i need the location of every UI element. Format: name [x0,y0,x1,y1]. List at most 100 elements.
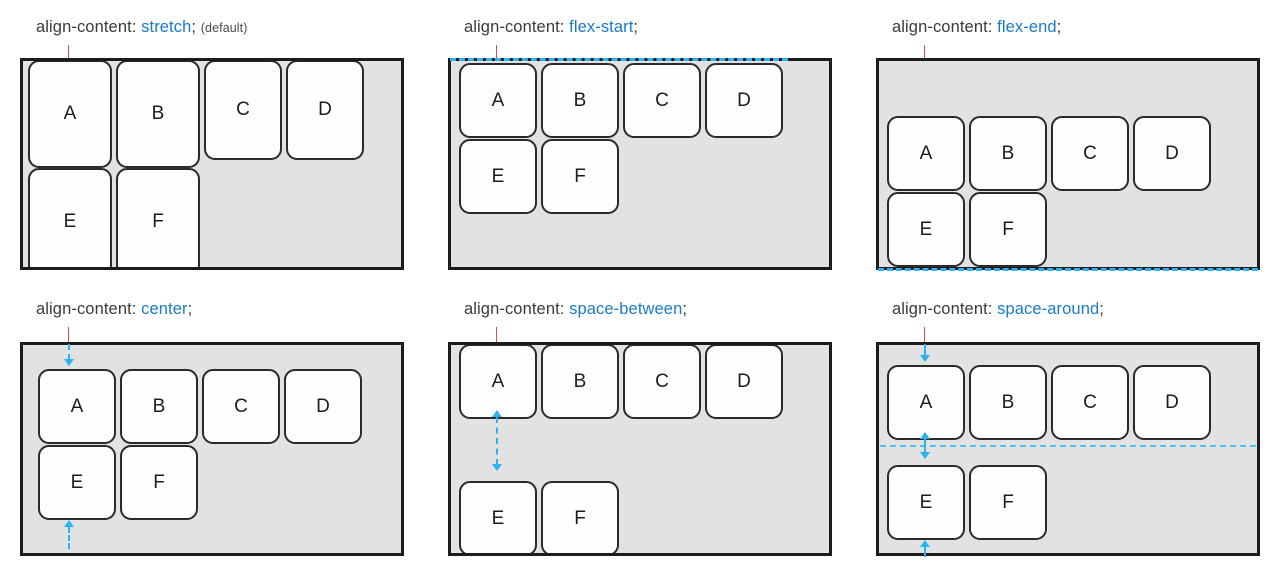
panel-center-guide-bottom-arrowhead [64,520,74,527]
panel-center-prop: align-content: [36,300,137,318]
panel-space-between-container: A B C D E F [448,342,832,556]
panel-space-around-container: A B C D E F [876,342,1260,556]
panel-center-label: align-content: center; [36,300,192,319]
panel-stretch-container: A B C D E F [20,58,404,270]
flex-item: E [28,168,112,267]
panel-space-around-prop: align-content: [892,300,993,318]
panel-center-row-1: A B C D [38,369,366,444]
flex-item: B [969,365,1047,440]
flex-item: D [705,345,783,419]
panel-space-around-guide-top-seg [924,344,926,356]
flex-item: B [969,116,1047,191]
panel-space-between-label: align-content: space-between; [464,300,687,319]
panel-flex-start-prop: align-content: [464,18,565,36]
panel-center-pointer-tick [68,327,69,342]
panel-flex-start-row-1: A B C D [459,63,787,138]
panel-space-around-guide-middle-arrowhead-down [920,452,930,459]
panel-flex-end-container: A B C D E F [876,58,1260,270]
flex-item: D [1133,116,1211,191]
panel-space-around-row-2: E F [887,465,1051,540]
panel-space-around-guide-middle-line [880,445,1256,447]
panel-stretch-pointer-tick [68,45,69,59]
panel-flex-start-guide-top-line [450,58,788,61]
flex-item: C [623,63,701,138]
panel-space-around-guide-bottom-seg [924,547,926,557]
flex-item: B [120,369,198,444]
panel-space-around-pointer-tick [924,327,925,343]
flex-item: B [116,61,200,168]
panel-center-semicolon: ; [187,300,193,318]
panel-center-guide-top-dash [68,344,70,360]
panel-stretch-value: stretch [141,18,192,36]
panel-flex-end-row-2: E F [887,192,1051,267]
flex-item: E [459,139,537,214]
flex-item: E [459,481,537,553]
panel-stretch-prop: align-content: [36,18,137,36]
panel-space-around-guide-middle-seg-up [924,439,926,446]
panel-flex-end-value: flex-end [997,18,1057,36]
flex-item: A [459,345,537,419]
flex-item: C [204,61,282,160]
flex-item: A [28,61,112,168]
panel-flex-end-prop: align-content: [892,18,993,36]
panel-stretch-label: align-content: stretch; (default) [36,18,248,37]
panel-stretch-note: (default) [200,21,248,35]
panel-flex-start-semicolon: ; [633,18,639,36]
flex-item: A [459,63,537,138]
panel-center-container: A B C D E F [20,342,404,556]
flex-item: F [969,465,1047,540]
flex-item: D [705,63,783,138]
flex-item: D [286,61,364,160]
flex-item: C [1051,116,1129,191]
flex-item: A [38,369,116,444]
panel-space-between-guide-arrowhead-down [492,464,502,471]
panel-space-around-guide-middle-seg-down [924,446,926,453]
panel-stretch-row-1: A B C D [28,61,368,168]
panel-flex-end-semicolon: ; [1056,18,1062,36]
panel-space-around-guide-middle-arrowhead-up [920,432,930,439]
panel-space-between-guide-dash [496,417,498,465]
flex-item: E [887,192,965,267]
flex-item: C [202,369,280,444]
flex-item: E [38,445,116,520]
panel-space-around-value: space-around [997,300,1100,318]
flex-item: F [969,192,1047,267]
panel-flex-start-value: flex-start [569,18,634,36]
panel-center-value: center [141,300,188,318]
flex-item: F [541,481,619,553]
panel-flex-start-container: A B C D E F [448,58,832,270]
flex-item: A [887,116,965,191]
panel-flex-start-row-2: E F [459,139,623,214]
panel-space-between-semicolon: ; [682,300,688,318]
panel-space-between-value: space-between [569,300,683,318]
panel-stretch-row-2: E F [28,168,204,267]
flex-item: E [887,465,965,540]
panel-space-between-row-2: E F [459,481,623,553]
panel-flex-end-row-1: A B C D [887,116,1215,191]
panel-space-between-prop: align-content: [464,300,565,318]
panel-space-around-guide-top-arrowhead [920,355,930,362]
panel-center-guide-top-arrowhead [64,359,74,366]
panel-space-around-row-1: A B C D [887,365,1215,440]
panel-space-around-semicolon: ; [1099,300,1104,318]
panel-flex-end-guide-bottom-line [878,268,1258,271]
flex-item: D [284,369,362,444]
panel-flex-start-pointer-tick [496,45,497,59]
panel-center-guide-bottom-dash [68,527,70,549]
flex-item: C [1051,365,1129,440]
panel-stretch-semicolon: ; [191,18,197,36]
panel-space-around-label: align-content: space-around; [892,300,1104,319]
panel-space-between-guide-arrowhead-up [492,410,502,417]
flex-item: F [541,139,619,214]
flex-item: B [541,345,619,419]
panel-center-row-2: E F [38,445,202,520]
flex-item: C [623,345,701,419]
panel-space-around-guide-bottom-arrowhead [920,540,930,547]
panel-space-between-pointer-tick [496,327,497,342]
panel-flex-end-pointer-tick [924,45,925,59]
panel-space-between-row-1: A B C D [459,345,787,419]
flex-item: F [120,445,198,520]
panel-flex-end-label: align-content: flex-end; [892,18,1061,37]
flex-item: D [1133,365,1211,440]
